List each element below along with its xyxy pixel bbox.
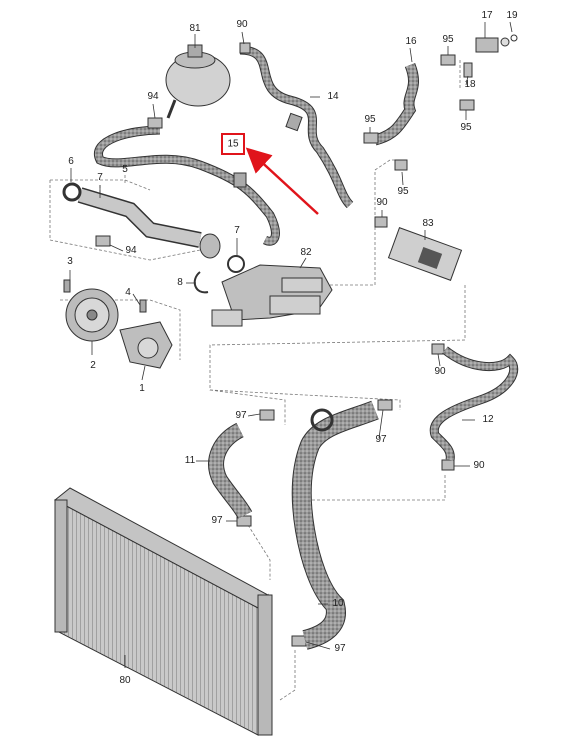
label-6: 6 xyxy=(68,156,74,167)
hose-11 xyxy=(209,423,252,519)
label-3: 3 xyxy=(67,256,73,267)
label-5: 5 xyxy=(122,164,128,175)
clamp-90c xyxy=(431,343,445,355)
screw-18 xyxy=(463,62,473,78)
label-4: 4 xyxy=(125,287,131,298)
label-7b: 7 xyxy=(234,225,240,236)
label-17: 17 xyxy=(481,10,493,21)
label-19: 19 xyxy=(506,10,518,21)
bolt-4 xyxy=(139,299,147,313)
bolt-3 xyxy=(63,279,71,293)
label-82: 82 xyxy=(300,247,312,258)
o-ring-7 xyxy=(227,255,245,273)
highlighted-part-box: 15 xyxy=(221,133,245,155)
label-18: 18 xyxy=(464,79,476,90)
expansion-tank-81 xyxy=(165,44,231,119)
label-2: 2 xyxy=(90,360,96,371)
label-94a: 94 xyxy=(147,91,159,102)
circlip-8 xyxy=(193,271,209,294)
label-97c: 97 xyxy=(211,515,223,526)
label-81: 81 xyxy=(189,23,201,34)
label-90d: 90 xyxy=(473,460,485,471)
label-97b: 97 xyxy=(375,434,387,445)
label-11: 11 xyxy=(184,455,196,466)
label-97a: 97 xyxy=(235,410,247,421)
clamp-95c xyxy=(363,132,379,144)
hose-14-connector xyxy=(285,112,303,132)
radiator-80 xyxy=(54,487,273,736)
label-8: 8 xyxy=(177,277,183,288)
label-1: 1 xyxy=(139,383,145,394)
hose-14 xyxy=(239,46,353,208)
clamp-90a xyxy=(239,42,251,54)
label-leaders xyxy=(69,21,513,668)
highlight-arrow xyxy=(245,147,319,215)
label-90c: 90 xyxy=(434,366,446,377)
clamp-90d xyxy=(441,459,455,471)
clamp-95a xyxy=(440,54,456,66)
label-90b: 90 xyxy=(376,197,388,208)
label-7a: 7 xyxy=(97,172,103,183)
hose-16 xyxy=(373,63,419,145)
clamp-94a xyxy=(147,117,163,129)
clamp-97b xyxy=(377,399,393,411)
label-97d: 97 xyxy=(334,643,346,654)
clamp-97a xyxy=(259,409,275,421)
label-95c: 95 xyxy=(364,114,376,125)
hose-15 xyxy=(95,126,279,245)
thermostat-housing-82 xyxy=(211,264,333,327)
label-90a: 90 xyxy=(236,19,248,30)
label-14: 14 xyxy=(327,91,339,102)
label-83: 83 xyxy=(422,218,434,229)
bolts xyxy=(63,279,147,313)
clamp-95b xyxy=(459,99,475,111)
clamp-94b xyxy=(95,235,111,247)
label-16: 16 xyxy=(405,36,417,47)
hose-12 xyxy=(430,347,518,461)
label-15: 15 xyxy=(227,138,239,150)
label-10: 10 xyxy=(332,598,344,609)
label-80: 80 xyxy=(119,675,131,686)
clamps xyxy=(95,42,475,647)
pulley-2 xyxy=(65,288,119,342)
water-pump-1 xyxy=(119,321,173,369)
clamp-97d xyxy=(291,635,307,647)
label-94b: 94 xyxy=(125,245,137,256)
hose-10-clamp xyxy=(310,408,334,432)
heater-valve-83 xyxy=(387,227,463,281)
hose-15-clip xyxy=(233,172,247,188)
clamp-95d xyxy=(394,159,408,171)
hose-15-outline xyxy=(94,125,280,246)
connector-17 xyxy=(475,34,518,53)
label-12: 12 xyxy=(482,414,494,425)
coolant-pipe-5 xyxy=(77,187,221,259)
o-ring-6 xyxy=(62,182,82,202)
grouping-lines xyxy=(49,60,466,701)
label-95d: 95 xyxy=(397,186,409,197)
label-95b: 95 xyxy=(460,122,472,133)
clamp-90b xyxy=(374,216,388,228)
label-95a: 95 xyxy=(442,34,454,45)
